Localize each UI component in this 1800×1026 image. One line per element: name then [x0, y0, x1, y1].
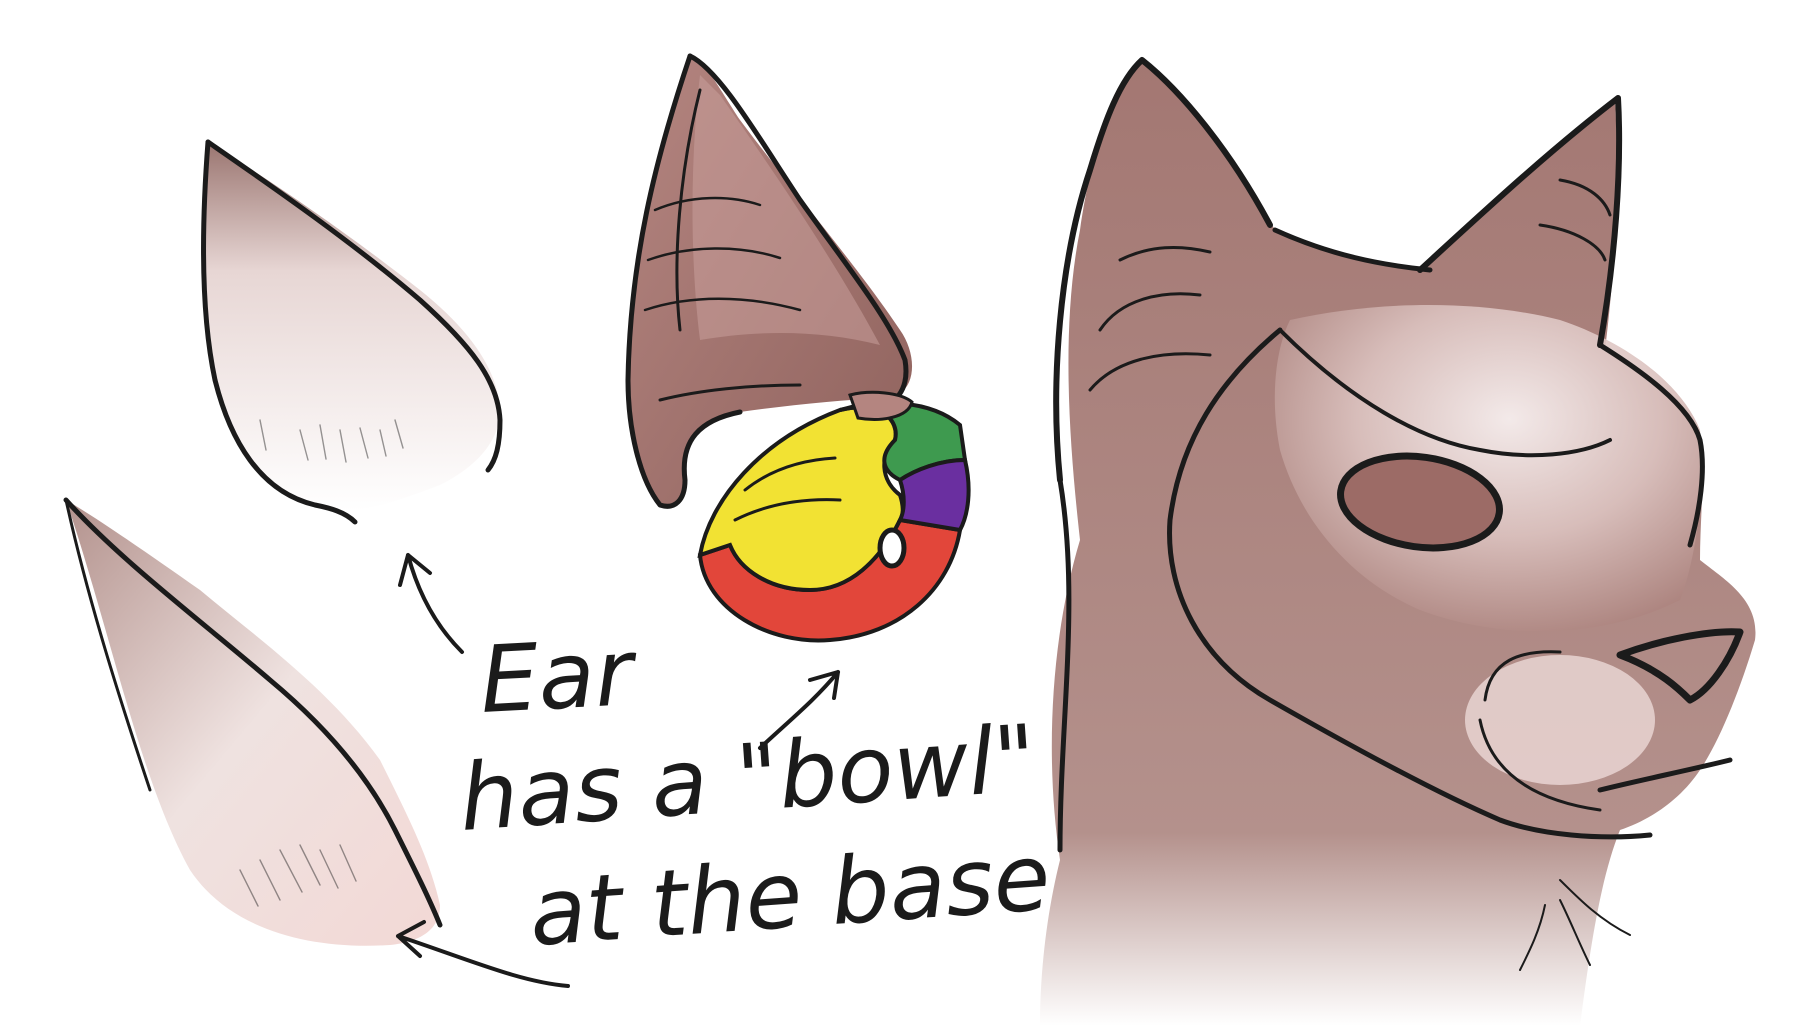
ear-side-view-bottom-outline — [63, 497, 443, 928]
ear-side-view-bottom-fill — [66, 500, 440, 946]
cat-cheek-outline — [1167, 327, 1653, 840]
bowl-purple-segment — [897, 457, 971, 533]
ear-fur-hatching — [259, 419, 404, 463]
ear-pinna-highlight — [692, 75, 880, 345]
cat-muzzle — [1465, 655, 1655, 785]
ear-front-view-top-outline-right — [205, 139, 503, 473]
cat-eye — [1337, 452, 1503, 552]
ear-fur-hatching-bottom — [239, 844, 357, 907]
bowl-yellow-interior — [697, 405, 905, 593]
cat-muzzle-outline — [1478, 650, 1602, 812]
arrow-to-top-ear — [398, 553, 464, 654]
arrow-to-bowl — [758, 670, 840, 750]
ear-front-view-top — [201, 139, 503, 525]
cat-neck-outline — [1057, 477, 1072, 853]
ear-side-view-bottom — [63, 497, 443, 946]
cat-left-ear-inner — [1088, 245, 1212, 392]
cat-mouth — [1597, 757, 1733, 793]
ear-pinna-outline — [625, 53, 743, 509]
ear-side-view-bottom-outline-left — [64, 498, 152, 792]
bowl-inner-ribs — [733, 456, 842, 522]
cat-face-highlight — [1274, 305, 1702, 632]
cat-brow-line — [1278, 328, 1612, 458]
ear-front-view-top-outline — [201, 139, 358, 525]
cat-head-sketch-icon — [1040, 57, 1756, 1026]
cat-right-ear-inner — [1538, 178, 1612, 262]
cat-left-ear-outline — [1053, 57, 1273, 483]
cat-whiskers — [1519, 879, 1631, 971]
cat-head-top-outline — [1272, 227, 1705, 548]
arrow-icon — [396, 553, 840, 988]
ear-front-view-top-fill — [203, 142, 500, 511]
ear-cross-section — [625, 53, 971, 643]
ear-canal-opening — [877, 527, 907, 569]
cat-right-ear-outline — [1417, 95, 1623, 348]
annotation-line-3: at the base — [526, 824, 1053, 967]
annotation-line-1: Ear — [478, 619, 641, 734]
annotation: Ear has a "bowl" at the base — [456, 619, 1053, 967]
cat-nose — [1616, 628, 1744, 704]
ear-pinna-ribs — [643, 196, 802, 312]
arrow-to-bottom-ear — [396, 920, 570, 988]
ear-pinna-stem — [848, 390, 914, 421]
ear-pinna-outline-right — [687, 53, 909, 411]
